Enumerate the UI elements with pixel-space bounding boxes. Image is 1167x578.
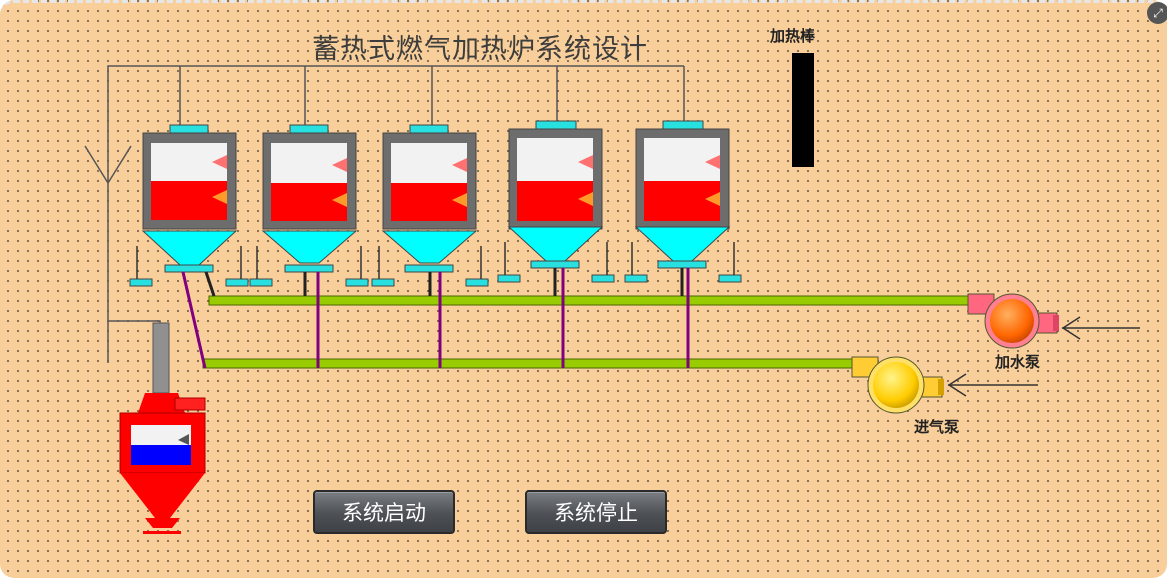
tank-3: [371, 124, 489, 287]
bottom-furnace: [119, 322, 206, 534]
water-pump[interactable]: [967, 293, 1059, 349]
inlet-arrows: [947, 316, 1140, 397]
system-stop-button[interactable]: 系统停止: [525, 490, 667, 534]
air-pump[interactable]: [851, 356, 944, 414]
tank-4: [497, 120, 615, 283]
purple-feed-lines: [181, 268, 690, 369]
tank-1: [129, 124, 249, 287]
system-start-button[interactable]: 系统启动: [313, 490, 455, 534]
tank-2: [249, 124, 369, 287]
page-title: 蓄热式燃气加热炉系统设计: [312, 34, 648, 65]
heater-rod: [792, 53, 814, 167]
air-pipe: [202, 358, 854, 369]
water-pipe: [208, 295, 978, 306]
process-diagram: [84, 53, 1140, 534]
water-pump-label: 加水泵: [995, 353, 1041, 371]
expand-icon[interactable]: ⤢: [1147, 2, 1167, 24]
valve-stems: [204, 268, 684, 297]
air-pump-label: 进气泵: [914, 418, 960, 436]
heater-rod-label: 加热棒: [770, 27, 816, 45]
top-wiring: [84, 65, 685, 363]
tank-5: [624, 120, 742, 283]
